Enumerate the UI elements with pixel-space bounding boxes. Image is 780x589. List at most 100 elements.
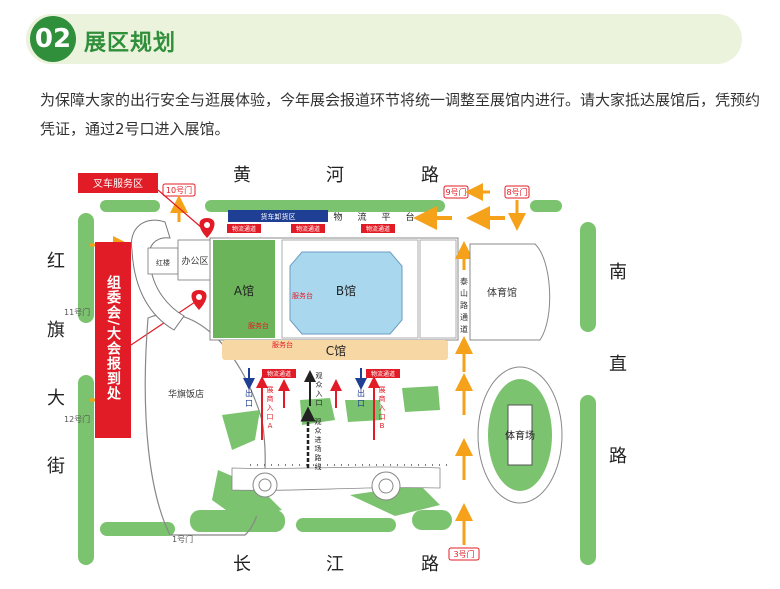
road-west-char-2: 旗	[47, 320, 65, 341]
truck-unloading-area	[228, 210, 328, 222]
road-south-char-3: 路	[421, 554, 439, 575]
visitor-entry-char-4: 口	[316, 399, 323, 407]
exhibitor-entry-b-char-2: 商	[379, 394, 386, 403]
svg-text:3号门: 3号门	[453, 549, 474, 559]
stadium-label: 体育场	[505, 429, 535, 442]
exhibitor-entry-a-char-4: 口	[267, 413, 274, 421]
exhibitor-entry-a-char-1: 展	[267, 386, 274, 394]
hall-c-label: C馆	[326, 343, 346, 358]
forklift-service-area-label: 叉车服务区	[93, 177, 143, 190]
road-south-char-2: 江	[326, 554, 344, 575]
committee-location-pin-icon	[191, 290, 207, 310]
red-building	[147, 247, 179, 275]
office-area	[177, 239, 213, 281]
logistics-platform-char-3: 平	[381, 212, 390, 223]
visitor-route-char-1: 观	[315, 418, 322, 426]
forklift-location-pin-icon	[199, 218, 215, 238]
gate-1: 1号门	[172, 534, 193, 544]
hall-c-service-desk: 服务台	[272, 340, 293, 349]
road-east-char-3: 路	[609, 446, 627, 467]
hall-a	[213, 240, 275, 338]
hall-b-service-desk: 服务台	[292, 291, 313, 300]
gymnasium-label: 体育馆	[487, 286, 517, 299]
svg-text:办公区: 办公区	[181, 255, 208, 267]
visitor-route-char-4: 场	[315, 444, 322, 453]
gate-12: 12号门	[64, 414, 90, 424]
road-west-char-3: 大	[47, 388, 65, 409]
logistics-channel-bottom-2: 物流通道	[366, 369, 400, 378]
intro-paragraph: 为保障大家的出行安全与逛展体验，今年展会报道环节将统一调整至展馆内进行。请大家抵…	[40, 91, 761, 138]
hotel-label: 华旗饭店	[168, 388, 204, 400]
svg-text:物流通道: 物流通道	[296, 225, 320, 233]
hall-a-service-desk: 服务台	[248, 321, 269, 330]
taishan-channel-char-2: 山	[460, 288, 468, 298]
svg-text:红楼: 红楼	[156, 258, 170, 267]
south-garden	[212, 386, 441, 520]
committee-registration-box	[95, 242, 131, 438]
svg-text:8号门: 8号门	[506, 187, 527, 197]
exhibitor-entry-b-char-5: B	[380, 422, 385, 430]
road-east-char-1: 南	[609, 262, 627, 283]
exit-left-char-2: 口	[245, 399, 253, 408]
logistics-channel-top-3: 物流通道	[361, 224, 395, 233]
logistics-platform-char-4: 台	[405, 211, 414, 223]
exhibitor-entry-b-char-4: 口	[379, 413, 386, 421]
logistics-channel-bottom-1: 物流通道	[262, 369, 296, 378]
logistics-channel-top-2: 物流通道	[291, 224, 325, 233]
svg-text:物流通道: 物流通道	[232, 225, 256, 233]
visitor-route-char-6: 线	[315, 462, 322, 471]
hall-a-label: A馆	[234, 283, 254, 298]
logistics-channel-top-1: 物流通道	[227, 224, 261, 233]
green-belts	[78, 200, 596, 565]
svg-text:10号门: 10号门	[166, 185, 192, 195]
visitor-entry-char-1: 观	[316, 372, 323, 380]
exit-right-char-1: 出	[357, 388, 365, 398]
taishan-channel-char-4: 通	[460, 312, 468, 322]
road-west-char-1: 红	[47, 251, 65, 272]
svg-text:物流通道: 物流通道	[371, 370, 395, 378]
svg-text:物流通道: 物流通道	[366, 225, 390, 233]
visitor-entry-char-2: 众	[316, 381, 323, 389]
exit-left-char-1: 出	[245, 388, 253, 398]
exit-right-char-2: 口	[357, 399, 365, 408]
section-header: 02 展区规划	[26, 14, 742, 64]
taishan-channel-char-3: 路	[460, 300, 468, 310]
road-east-char-2: 直	[609, 354, 627, 375]
road-north-char-2: 河	[326, 165, 344, 186]
section-title: 展区规划	[84, 31, 177, 56]
committee-registration-label: 组委会/大会报到处	[105, 274, 122, 401]
section-number-badge: 02	[30, 16, 76, 62]
svg-text:货车卸货区: 货车卸货区	[261, 212, 296, 221]
road-north-char-1: 黄	[233, 165, 251, 186]
svg-text:物流通道: 物流通道	[267, 370, 291, 378]
logistics-platform-char-2: 流	[357, 211, 366, 223]
svg-text:9号门: 9号门	[445, 187, 466, 197]
logistics-platform-char-1: 物	[333, 211, 342, 223]
road-west-char-4: 街	[47, 456, 65, 477]
gate-10: 10号门	[162, 183, 196, 197]
gymnasium	[469, 243, 551, 341]
visitor-route-char-5: 路	[315, 453, 322, 462]
gate-8: 8号门	[504, 185, 530, 199]
taishan-channel-char-1: 泰	[460, 276, 468, 286]
exhibitor-entry-b-char-1: 展	[379, 386, 386, 394]
exhibitor-entry-a-char-2: 商	[267, 394, 274, 403]
exhibitor-entry-a-char-3: 入	[267, 404, 274, 412]
exhibitor-entry-a-char-5: A	[268, 422, 273, 430]
exhibitor-entry-b-char-3: 入	[379, 404, 386, 412]
taishan-channel-char-5: 道	[460, 324, 468, 334]
visitor-route-char-2: 众	[315, 427, 322, 435]
visitor-route-char-3: 进	[315, 436, 322, 444]
visitor-entry-char-3: 入	[316, 390, 323, 398]
gate-11: 11号门	[64, 307, 90, 317]
hall-c	[222, 340, 448, 360]
red-building-curve	[130, 219, 185, 331]
road-south-char-1: 长	[233, 554, 251, 575]
hall-b-label: B馆	[336, 283, 356, 298]
hall-b	[289, 251, 403, 335]
road-north-char-3: 路	[421, 165, 439, 186]
gate-9: 9号门	[443, 185, 469, 199]
forklift-service-area-box	[78, 173, 158, 193]
gate-3: 3号门	[448, 547, 480, 561]
